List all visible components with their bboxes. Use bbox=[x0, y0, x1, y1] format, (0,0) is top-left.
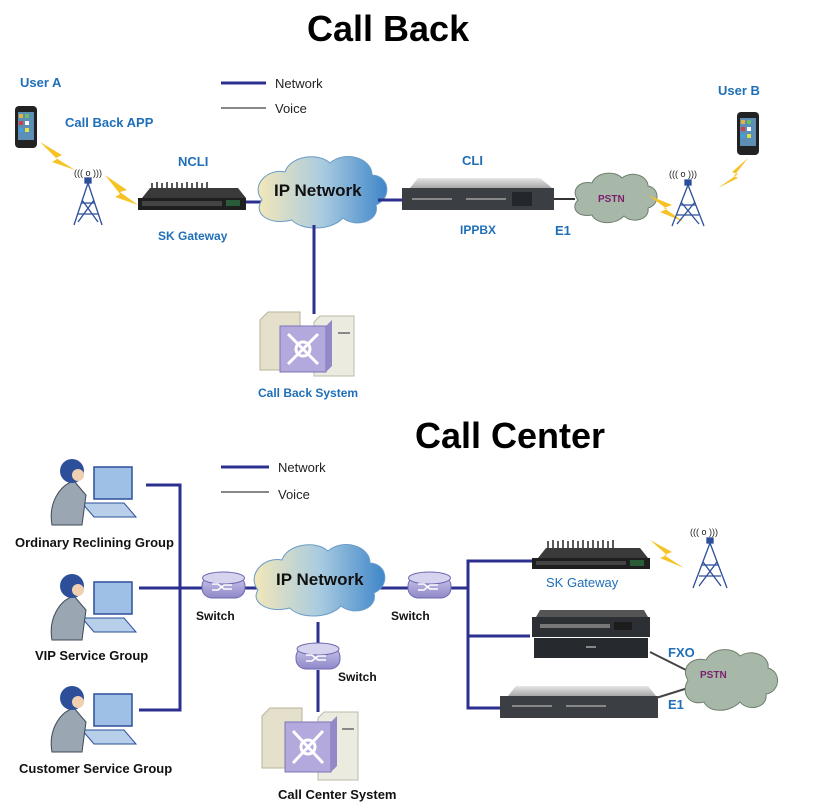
ippbx-device bbox=[500, 686, 658, 718]
pstn-label: PSTN bbox=[598, 194, 625, 205]
pstn-label: PSTN bbox=[700, 670, 727, 681]
agent-icon bbox=[50, 686, 138, 753]
switch-label-right: Switch bbox=[391, 609, 430, 623]
switch-icon-bottom bbox=[295, 642, 341, 670]
ncli-label: NCLI bbox=[178, 154, 209, 169]
fxo-label: FXO bbox=[668, 645, 695, 660]
ip-network-label: IP Network bbox=[274, 181, 362, 200]
svg-text:((( o ))): ((( o ))) bbox=[669, 169, 697, 179]
switch-icon-left bbox=[201, 571, 246, 599]
cell-tower-icon-c: ((( o ))) bbox=[690, 527, 728, 589]
call-back-app-label: Call Back APP bbox=[65, 115, 154, 130]
user-a-label: User A bbox=[20, 75, 62, 90]
cell-tower-icon-b: ((( o ))) bbox=[669, 169, 705, 227]
call-back-system-label: Call Back System bbox=[258, 386, 359, 400]
switch-label-left: Switch bbox=[196, 609, 235, 623]
sk-gateway-device bbox=[532, 540, 650, 569]
voice-link bbox=[655, 687, 689, 699]
cli-label: CLI bbox=[462, 153, 483, 168]
e1-label: E1 bbox=[555, 223, 571, 238]
call-center-title: Call Center bbox=[415, 415, 606, 456]
svg-text:((( o ))): ((( o ))) bbox=[74, 168, 102, 178]
lightning-icon bbox=[105, 175, 138, 205]
group-label-customer-service: Customer Service Group bbox=[19, 761, 173, 776]
call-center-system-label: Call Center System bbox=[278, 787, 397, 802]
switch-label-bottom: Switch bbox=[338, 670, 377, 684]
call-back-system-server bbox=[259, 311, 355, 377]
lightning-icon bbox=[718, 158, 748, 188]
ip-network-cloud bbox=[257, 156, 388, 229]
agent-icon bbox=[50, 459, 138, 526]
lightning-icon bbox=[650, 540, 684, 568]
legend-network-label: Network bbox=[275, 76, 323, 91]
lightning-icon bbox=[40, 142, 75, 170]
network-link bbox=[139, 483, 532, 712]
svg-text:((( o ))): ((( o ))) bbox=[690, 527, 718, 537]
group-label-vip: VIP Service Group bbox=[35, 648, 149, 663]
ip-network-label: IP Network bbox=[276, 570, 364, 589]
pstn-cloud bbox=[684, 649, 778, 711]
lightning-icon bbox=[648, 195, 684, 222]
group-label-ordinary: Ordinary Reclining Group bbox=[15, 535, 174, 550]
legend-network-label: Network bbox=[278, 460, 326, 475]
legend-voice-label: Voice bbox=[278, 487, 310, 502]
sk-gateway-device bbox=[138, 182, 246, 210]
sk-gateway-label: SK Gateway bbox=[158, 229, 228, 243]
phone-icon-user-a bbox=[15, 106, 37, 148]
phone-icon-user-b bbox=[737, 112, 759, 155]
sk-gateway-label: SK Gateway bbox=[546, 575, 619, 590]
ippbx-label: IPPBX bbox=[460, 223, 497, 237]
ippbx-device bbox=[402, 178, 554, 210]
call-center-system-server bbox=[261, 707, 359, 781]
legend-voice-label: Voice bbox=[275, 101, 307, 116]
ip-network-cloud bbox=[253, 544, 386, 617]
switch-icon-right bbox=[407, 571, 452, 599]
user-b-label: User B bbox=[718, 83, 760, 98]
fxo-gateway-device bbox=[532, 610, 650, 658]
cell-tower-icon-a: ((( o ))) bbox=[73, 168, 103, 226]
e1-label: E1 bbox=[668, 697, 684, 712]
agent-icon bbox=[50, 574, 138, 641]
call-back-title: Call Back bbox=[307, 8, 470, 49]
voice-link bbox=[649, 651, 691, 673]
pstn-cloud bbox=[574, 172, 658, 224]
